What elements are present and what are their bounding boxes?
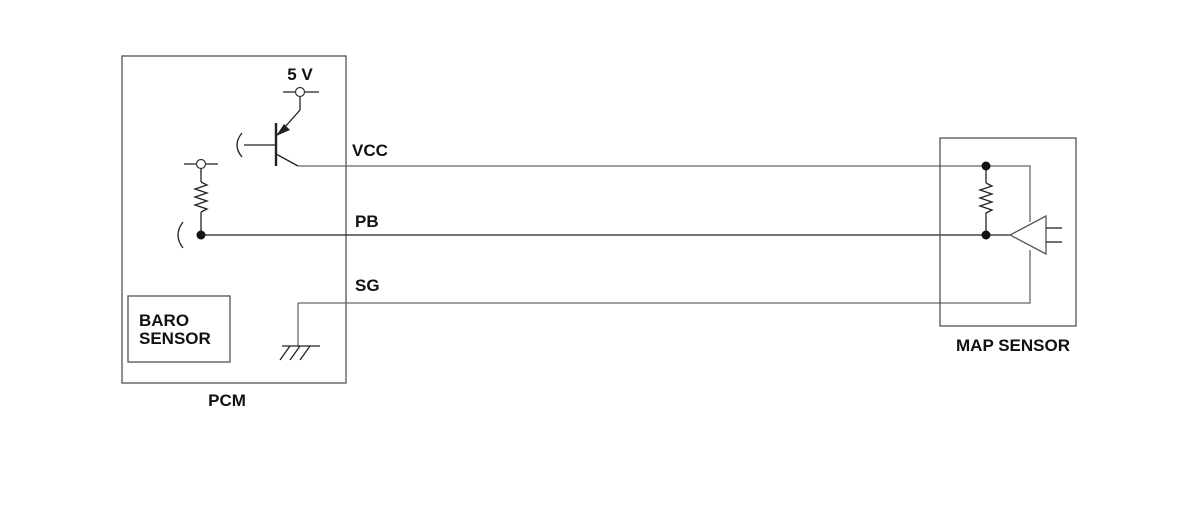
amplifier-icon [1008,214,1062,256]
ground-icon [279,303,320,361]
map-pb-junction-dot [981,230,991,240]
baro-sensor-label-line2: SENSOR [139,329,211,348]
sg-wire [298,250,1031,304]
pcm-label: PCM [208,391,246,410]
vcc-label: VCC [352,141,388,160]
map-sensor-resistor-icon [977,166,995,235]
map-sensor-box [939,137,1077,327]
map-sensor-label: MAP SENSOR [956,336,1070,355]
vcc-wire [298,165,1031,222]
pcm-box [121,55,347,384]
sg-label: SG [355,276,380,295]
supply-terminal-icon [283,86,319,129]
transistor-icon [236,123,299,167]
pb-label: PB [355,212,379,231]
baro-sensor-box [127,295,231,363]
baro-sensor-label-line1: BARO [139,311,189,330]
map-vcc-junction-dot [981,161,991,171]
supply-voltage-label: 5 V [287,65,313,84]
